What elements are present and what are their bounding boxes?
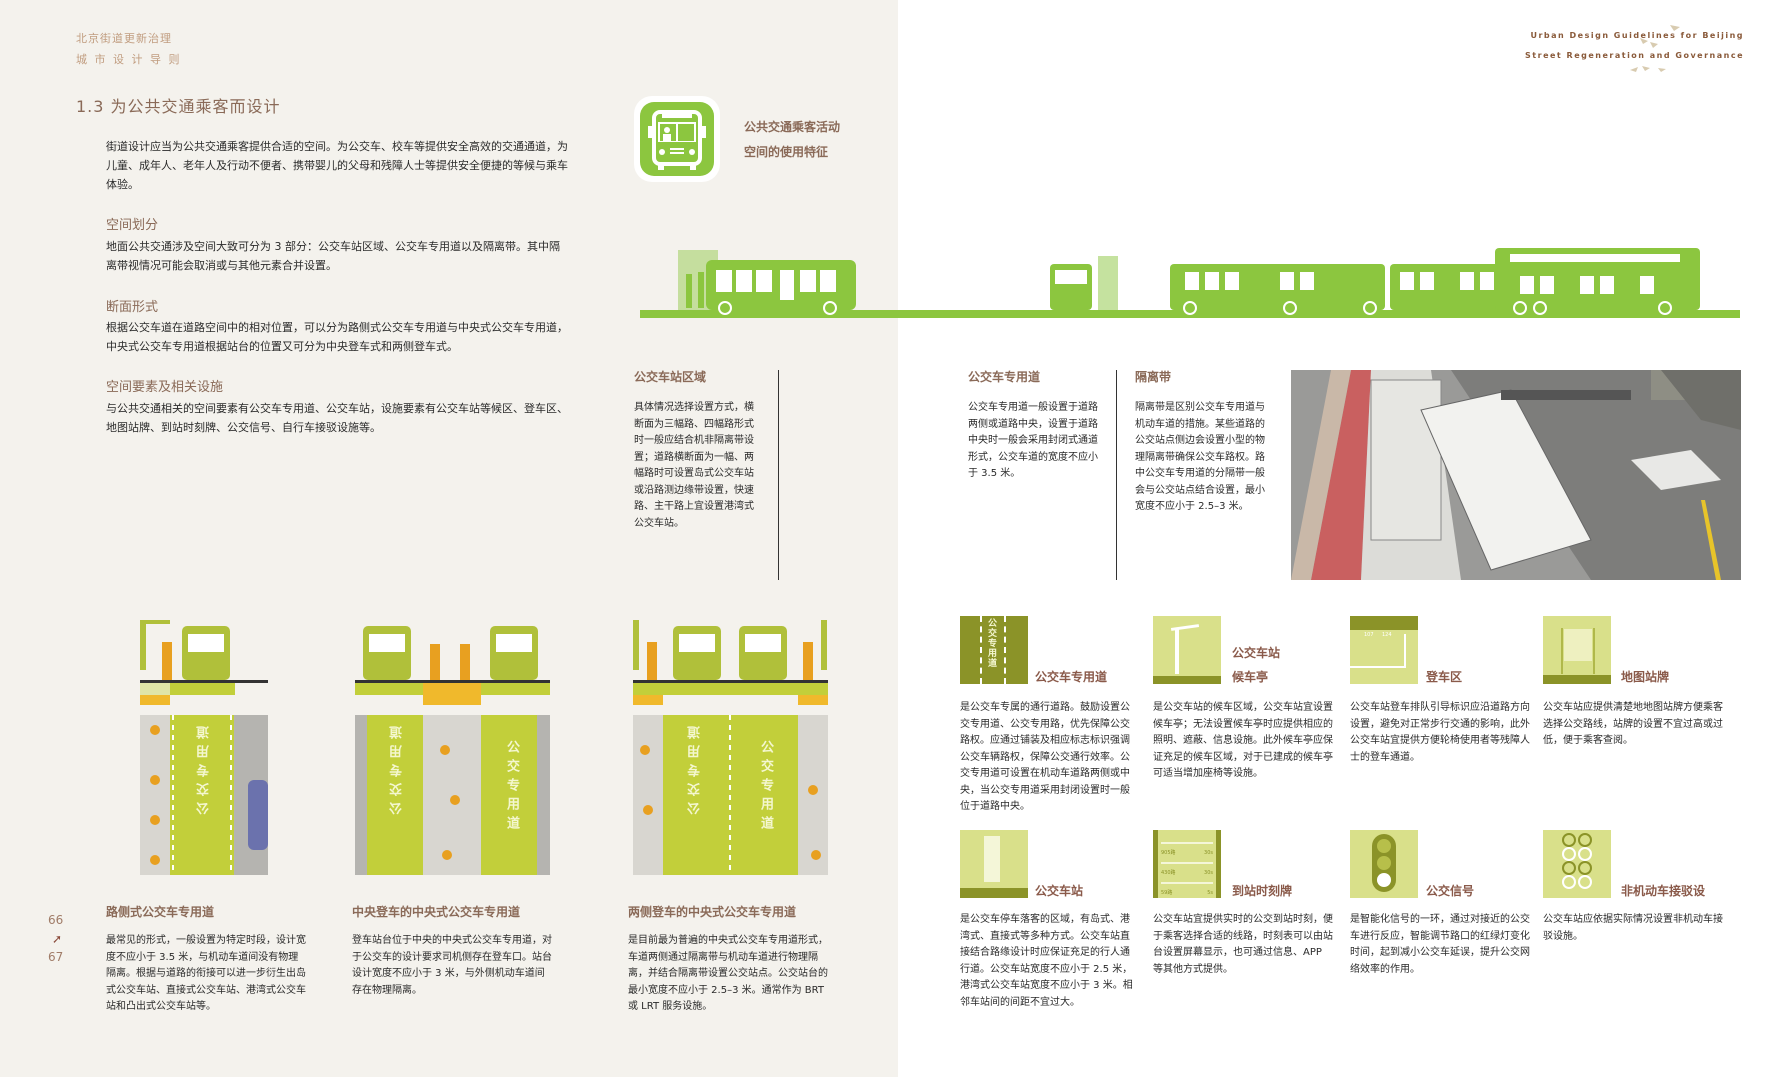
- bus-silhouettes-strip: [640, 248, 1740, 318]
- subsection-text: 地面公共交通涉及空间大致可分为 3 部分：公交车站区域、公交车专用道以及隔离带。…: [106, 240, 560, 272]
- passenger-icon: [162, 642, 172, 680]
- side-boarding-center-bus-lane-diagram: [633, 620, 828, 875]
- lane-marking-text: 公交专用道: [758, 740, 773, 835]
- passenger-icon: [460, 644, 470, 680]
- diagram-text: 是目前最为普遍的中央式公交车专用道形式，车道两侧通过隔离带与机动车道进行物理隔离…: [628, 935, 828, 1012]
- element-text: 是公交车专属的通行道路。鼓励设置公交专用道、公交专用路，优先保障公交路权。应通过…: [960, 702, 1130, 812]
- diagram-caption: 两侧登车的中央式公交车专用道: [628, 905, 797, 919]
- roadside-bus-lane-diagram: [140, 620, 268, 875]
- center-boarding-bus-lane-diagram: [355, 626, 550, 875]
- passenger-icon: [647, 642, 657, 680]
- boarding-area-icon: 107 124: [1350, 616, 1418, 684]
- bus-front-icon: [634, 96, 720, 182]
- subsection-text: 与公共交通相关的空间要素有公交车专用道、公交车站，设施要素有公交车站等候区、登车…: [106, 402, 568, 434]
- subsection-heading: 断面形式: [106, 300, 159, 315]
- double-decker-bus-icon: [1495, 248, 1700, 310]
- diagram-text: 登车站台位于中央的中央式公交车专用道，对于公交车的设计要求司机侧存在登车口。站台…: [352, 935, 552, 996]
- subsection-heading: 空间划分: [106, 218, 159, 233]
- lane-marking-text: 公交专用道: [390, 720, 405, 815]
- column-heading: 公交车站区域: [634, 370, 707, 384]
- column-divider: [1116, 370, 1117, 580]
- element-text: 是公交车停车落客的区域，有岛式、港湾式、直接式等多种方式。公交车站直接结合路缘设…: [960, 914, 1133, 1008]
- element-text: 公交车站宜提供实时的公交到站时刻，便于乘客选择合适的线路，时刻表可以由站台设置屏…: [1153, 914, 1333, 975]
- diagram-caption: 路侧式公交车专用道: [106, 905, 215, 919]
- book-subtitle: 城 市 设 计 导 则: [76, 53, 182, 66]
- element-label: 公交信号: [1426, 884, 1475, 898]
- bus-shelter-icon: [1153, 616, 1221, 684]
- bus-lane-icon: 公交专用道: [960, 616, 1028, 684]
- element-text: 是公交车站的候车区域，公交车站宜设置候车亭；无法设置候车亭时应提供相应的照明、遮…: [1153, 702, 1333, 779]
- page-number-right: 67: [48, 950, 64, 964]
- feature-title-line1: 公共交通乘客活动: [744, 120, 841, 134]
- passenger-icon: [430, 644, 440, 680]
- book-title: 北京街道更新治理: [76, 32, 172, 45]
- intro-paragraph: 街道设计应当为公共交通乘客提供合适的空间。为公交车、校车等提供安全高效的交通通道…: [106, 140, 568, 191]
- car-icon: [248, 780, 268, 850]
- diagram-text: 最常见的形式，一般设置为特定时段，设计宽度不应小于 3.5 米，与机动车道间没有…: [106, 935, 306, 1012]
- left-page: [0, 0, 898, 1077]
- column-text: 公交车专用道一般设置于道路两侧或道路中央，设置于道路中央时一般会采用封闭式通道形…: [968, 402, 1098, 479]
- english-title-2: Street Regeneration and Governance: [1525, 51, 1744, 60]
- column-divider: [778, 370, 779, 580]
- column-text: 隔离带是区别公交车专用道与机动车道的措施。某些道路的公交站点侧边会设置小型的物理…: [1135, 402, 1265, 512]
- page-number-left: 66: [48, 913, 64, 927]
- element-label-line2: 候车亭: [1232, 670, 1269, 684]
- diagram-caption: 中央登车的中央式公交车专用道: [352, 905, 521, 919]
- subsection-heading: 空间要素及相关设施: [106, 380, 224, 395]
- lane-marking-text: 公交专用道: [504, 740, 519, 835]
- column-text: 具体情况选择设置方式，横断面为三幅路、四幅路形式时一般应结合机非隔离带设置；道路…: [634, 402, 754, 529]
- lane-marking-text: 公交专用道: [197, 720, 212, 815]
- bicycle-parking-icon: [1543, 830, 1611, 898]
- bus-lane-street-illustration: [1291, 370, 1741, 580]
- section-title: 1.3 为公共交通乘客而设计: [76, 97, 281, 116]
- bus-stop-pole-icon: [960, 830, 1028, 898]
- column-heading: 隔离带: [1135, 370, 1172, 384]
- subsection-text: 根据公交车道在道路空间中的相对位置，可以分为路侧式公交车专用道与中央式公交车专用…: [106, 321, 568, 353]
- element-label: 公交车站: [1232, 646, 1281, 660]
- element-text: 公交车站登车排队引导标识应沿道路方向设置，避免对正常步行交通的影响，此外公交车站…: [1350, 702, 1530, 763]
- element-label: 地图站牌: [1621, 670, 1670, 684]
- birds-decoration-icon: [1630, 25, 1680, 72]
- element-label: 登车区: [1426, 670, 1463, 684]
- element-text: 公交车站应提供清楚地地图站牌方便乘客选择公交路线，站牌的设置不宜过高或过低，便于…: [1543, 702, 1723, 746]
- element-label: 到站时刻牌: [1232, 884, 1293, 898]
- element-label: 公交车专用道: [1035, 670, 1108, 684]
- column-heading: 公交车专用道: [968, 370, 1041, 384]
- red-bus-lane: [1311, 370, 1371, 580]
- element-label: 公交车站: [1035, 884, 1084, 898]
- lane-marking-text: 公交专用道: [688, 720, 703, 815]
- arrow-icon: ➚: [52, 932, 63, 946]
- map-sign-icon: [1543, 616, 1611, 684]
- element-label: 非机动车接驳设: [1621, 884, 1706, 898]
- traffic-signal-icon: [1350, 830, 1418, 898]
- element-text: 是智能化信号的一环，通过对接近的公交车进行反应，智能调节路口的红绿灯变化时间，起…: [1350, 914, 1530, 975]
- passenger-icon: [803, 642, 813, 680]
- feature-title-line2: 空间的使用特征: [744, 145, 829, 159]
- element-text: 公交车站应依据实际情况设置非机动车接驳设施。: [1543, 914, 1723, 942]
- bus: [1420, 389, 1592, 571]
- english-title-1: Urban Design Guidelines for Beijing: [1530, 31, 1744, 40]
